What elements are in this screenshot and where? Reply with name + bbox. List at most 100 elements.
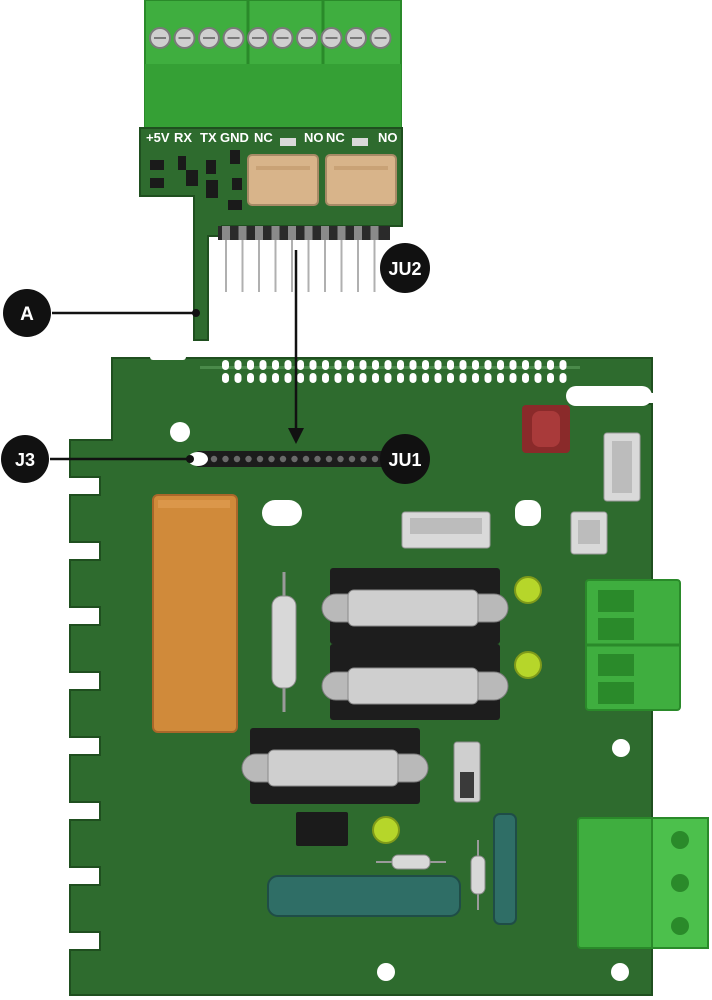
vent-slot xyxy=(447,373,454,383)
vent-slot xyxy=(509,373,517,383)
vent-slot xyxy=(272,373,279,383)
vent-slot xyxy=(334,373,342,383)
mounting-hole xyxy=(377,963,395,981)
vent-slot xyxy=(322,373,329,383)
vent-slot xyxy=(434,360,442,370)
callout-ju2-label: JU2 xyxy=(388,259,421,279)
vent-slot xyxy=(297,360,304,370)
callout-j3-label: J3 xyxy=(15,450,35,470)
mounting-hole xyxy=(612,739,630,757)
vent-slot xyxy=(447,360,454,370)
vent-slot xyxy=(522,373,529,383)
board-slot xyxy=(150,352,186,360)
header-pin xyxy=(279,455,287,463)
module-header-ju2 xyxy=(218,226,390,292)
vent-slot xyxy=(384,373,392,383)
main-board xyxy=(69,352,709,996)
vent-slot xyxy=(409,373,417,383)
smd-components xyxy=(150,138,368,210)
header-pin xyxy=(302,455,310,463)
resistor-small-vertical xyxy=(470,840,486,910)
module-pin-base xyxy=(288,226,296,240)
led-indicator xyxy=(372,816,400,844)
vent-slot xyxy=(472,360,479,370)
module-pin-base xyxy=(255,226,263,240)
vent-slot xyxy=(497,373,504,383)
header-pin xyxy=(348,455,356,463)
relay-highlight xyxy=(158,500,230,508)
vent-slot xyxy=(297,373,304,383)
fuse-holder-2 xyxy=(321,644,509,720)
silk-label-nc-2: NC xyxy=(326,130,345,145)
vent-slot xyxy=(372,360,379,370)
module-pin-base xyxy=(304,226,313,240)
connector-white-vertical xyxy=(603,432,641,502)
header-pin xyxy=(291,455,298,463)
vent-slot xyxy=(484,373,492,383)
silk-label-tx: TX xyxy=(200,130,217,145)
vent-slot xyxy=(509,360,517,370)
module-relay-1 xyxy=(247,154,319,206)
callout-j3: J3 xyxy=(1,435,49,483)
module-pin-base xyxy=(370,226,379,240)
fuse-holder-3 xyxy=(241,728,429,804)
vent-slot xyxy=(372,373,379,383)
vent-slot xyxy=(547,373,554,383)
led-indicator xyxy=(514,576,542,604)
vent-slot xyxy=(334,360,342,370)
header-strip-ju1 xyxy=(188,451,384,467)
vent-slot xyxy=(397,373,404,383)
module-pin-base xyxy=(271,226,280,240)
callout-a-label: A xyxy=(20,304,34,325)
vent-slot xyxy=(234,373,242,383)
module-pin-base xyxy=(238,226,247,240)
vent-slot xyxy=(472,373,479,383)
resistor-small-horizontal xyxy=(376,854,446,870)
board-slot xyxy=(515,500,541,526)
mounting-hole xyxy=(611,963,629,981)
optocoupler xyxy=(296,812,348,846)
module-pin-base xyxy=(337,226,346,240)
mounting-hole xyxy=(170,422,190,442)
vent-slot xyxy=(484,360,492,370)
module-pin-base xyxy=(354,226,362,240)
vent-slot xyxy=(559,373,567,383)
varistor-horizontal xyxy=(267,875,461,917)
header-pin xyxy=(314,455,321,463)
header-pin xyxy=(360,455,367,463)
vent-slot xyxy=(309,373,317,383)
header-pin xyxy=(268,455,275,463)
j3-pin xyxy=(188,452,208,466)
vent-holes xyxy=(200,360,580,383)
vent-slot xyxy=(384,360,392,370)
led-indicator xyxy=(514,651,542,679)
vent-slot xyxy=(322,360,329,370)
module-pin-base xyxy=(222,226,230,240)
vent-slot xyxy=(309,360,317,370)
callout-lines xyxy=(50,250,304,463)
vent-slot xyxy=(497,360,504,370)
board-slot xyxy=(262,500,302,526)
board-slot xyxy=(566,386,652,406)
vent-slot xyxy=(259,360,267,370)
vent-slot xyxy=(547,360,554,370)
silk-label-no-2: NO xyxy=(378,130,398,145)
fuse-holder-1 xyxy=(321,568,509,644)
vent-slot xyxy=(222,360,229,370)
vent-slot xyxy=(397,360,404,370)
silk-label-gnd: GND xyxy=(220,130,249,145)
vent-slot xyxy=(559,360,567,370)
vent-slot xyxy=(459,360,467,370)
callout-ju1: JU1 xyxy=(380,434,430,484)
vent-slot xyxy=(284,360,292,370)
header-pin xyxy=(325,455,333,463)
vent-slot xyxy=(459,373,467,383)
vent-slot xyxy=(422,373,429,383)
vent-slot xyxy=(347,360,354,370)
silk-label-no-1: NO xyxy=(304,130,324,145)
module-relay-2 xyxy=(325,154,397,206)
header-pin xyxy=(371,455,379,463)
varistor-vertical xyxy=(493,813,517,925)
expansion-module: +5V RX TX GND NC NO NC NO xyxy=(139,0,403,341)
